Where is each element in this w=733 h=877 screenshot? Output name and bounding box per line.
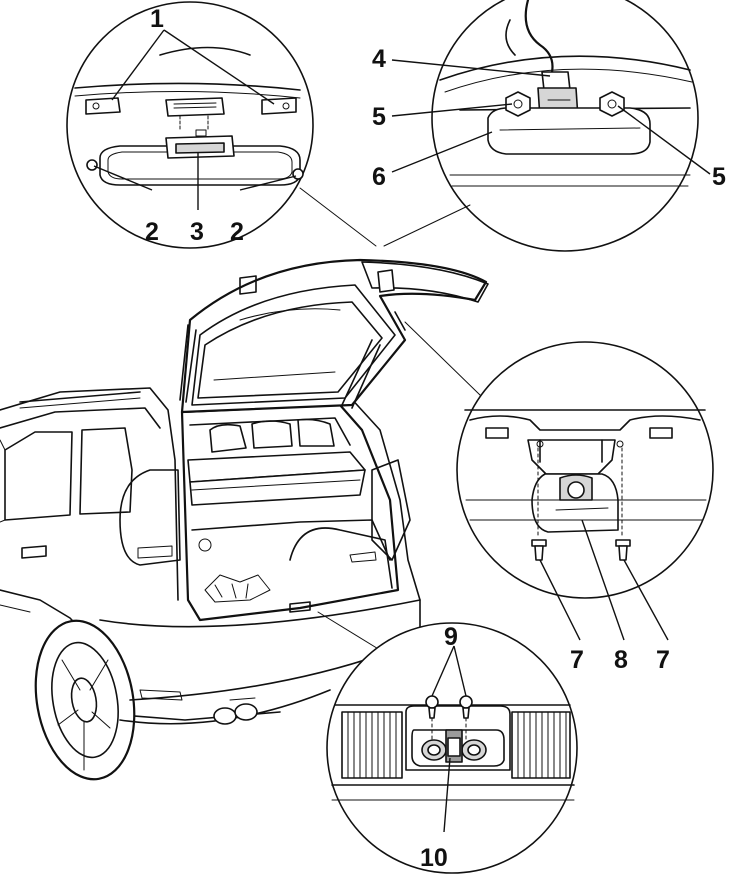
callout-leaders (93, 29, 711, 833)
callout-2-left: 2 (145, 218, 159, 246)
callout-9: 9 (444, 623, 458, 651)
callout-6: 6 (372, 163, 386, 191)
vehicle-illustration (0, 258, 489, 781)
callout-numbers: 1 2 3 2 4 5 6 5 7 8 7 9 10 (145, 5, 726, 872)
callout-7-right: 7 (656, 646, 670, 674)
callout-3: 3 (190, 218, 204, 246)
detail-circle-camera (431, 0, 699, 252)
callout-10: 10 (420, 844, 448, 872)
detail-circle-handle (66, 1, 314, 249)
hatch-left (341, 711, 403, 779)
callout-2-right: 2 (230, 218, 244, 246)
callout-4: 4 (372, 45, 386, 73)
callout-5-right: 5 (712, 163, 726, 191)
callout-8: 8 (614, 646, 628, 674)
detail-circle-striker (326, 622, 578, 874)
callout-1: 1 (150, 5, 164, 33)
callout-7-left: 7 (570, 646, 584, 674)
detail-leader-lines (299, 187, 481, 651)
callout-5-left: 5 (372, 103, 386, 131)
detail-circle-lock (456, 341, 714, 599)
hatch-right (511, 711, 571, 779)
